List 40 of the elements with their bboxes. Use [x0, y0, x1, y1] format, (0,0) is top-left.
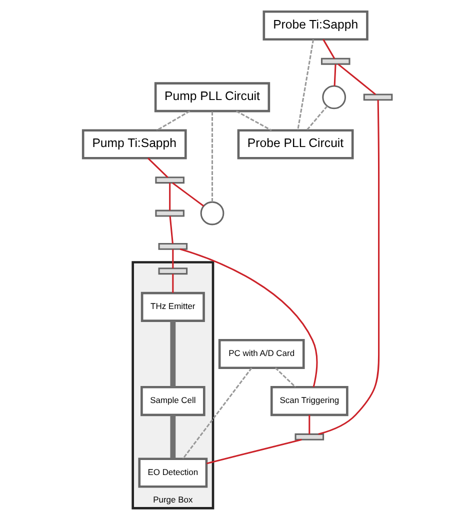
- connector: [170, 415, 176, 459]
- connector: [172, 182, 204, 207]
- node-box: Pump Ti:Sapph: [81, 129, 186, 160]
- connector: [318, 100, 380, 435]
- node-box: Scan Triggering: [270, 386, 348, 416]
- connector: [206, 438, 302, 464]
- connector: [322, 39, 335, 60]
- node-mirror: [154, 210, 184, 217]
- connector: [210, 111, 213, 202]
- node-mirror: [158, 268, 188, 275]
- connector: [172, 274, 174, 293]
- node-box: Pump PLL Circuit: [154, 82, 270, 112]
- connector: [172, 249, 174, 268]
- node-mirror: [154, 176, 184, 184]
- connector: [235, 110, 272, 132]
- node-circle: [322, 85, 346, 110]
- node-mirror: [320, 58, 350, 65]
- node-mirror: [362, 94, 392, 101]
- node-mirror: [294, 433, 324, 440]
- connector: [179, 248, 318, 388]
- connector: [337, 64, 376, 96]
- connector: [333, 64, 336, 86]
- connector: [170, 320, 176, 388]
- connector: [168, 182, 170, 210]
- node-box: EO Detection: [138, 458, 208, 488]
- connector: [296, 39, 314, 130]
- connector: [182, 368, 252, 460]
- node-box: PC with A/D Card: [218, 338, 304, 370]
- connector: [156, 110, 190, 131]
- node-box: Sample Cell: [140, 386, 205, 416]
- node-circle: [200, 201, 224, 226]
- node-box: Probe Ti:Sapph: [262, 10, 368, 41]
- connector: [308, 414, 310, 434]
- node-mirror: [158, 242, 188, 250]
- connector: [274, 367, 296, 388]
- node-box: Probe PLL Circuit: [236, 129, 354, 160]
- node-box: THz Emitter: [140, 292, 204, 322]
- connector: [168, 216, 173, 244]
- connector: [146, 158, 168, 178]
- connector: [306, 106, 328, 131]
